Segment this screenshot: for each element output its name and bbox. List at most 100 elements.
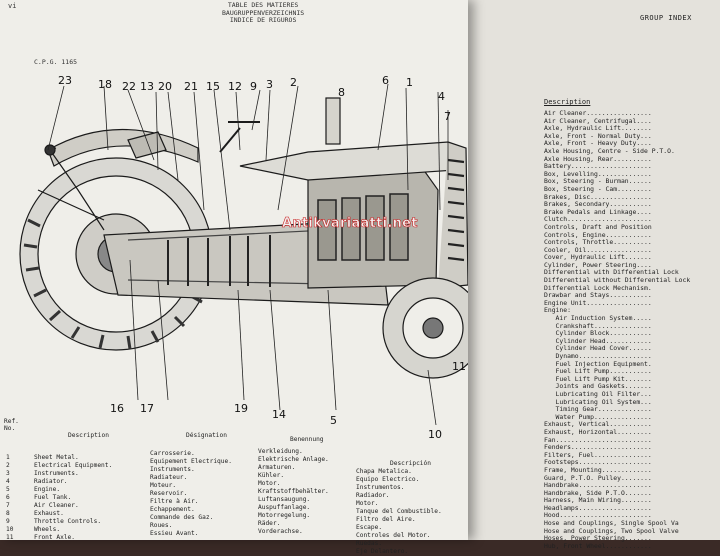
ref-header-line-1: Ref. bbox=[4, 418, 19, 425]
group-index-item: Axle Housing, Rear.......... bbox=[544, 154, 652, 163]
group-index-item: Drawbar and Stays........... bbox=[544, 291, 652, 300]
group-index-item: Hose and Couplings, Two Spool Valve bbox=[544, 526, 679, 535]
group-index-item: Axle Housing, Centre - Side P.T.O. bbox=[544, 146, 675, 155]
group-index-item: Cooler, Oil................. bbox=[544, 245, 652, 254]
legend-english-item: Engine. bbox=[34, 486, 61, 493]
group-index-item: Timing Gear.............. bbox=[544, 405, 652, 414]
legend-ref-number: 8 bbox=[6, 510, 10, 517]
group-index-item: Battery..................... bbox=[544, 162, 652, 171]
legend-french-item: Essieu Avant. bbox=[150, 530, 199, 537]
legend-ref-number: 5 bbox=[6, 486, 10, 493]
group-index-item: Hose and Couplings, Single Spool Va bbox=[544, 519, 679, 528]
callout-22: 22 bbox=[122, 80, 136, 93]
legend-french-item: Commande des Gaz. bbox=[150, 514, 214, 521]
legend-ref-number: 4 bbox=[6, 478, 10, 485]
group-index-item: Cylinder Block........... bbox=[544, 329, 652, 338]
legend-french-item: Filtre à Air. bbox=[150, 498, 199, 505]
group-index-item: Fuel Lift Pump Kit....... bbox=[544, 374, 652, 383]
group-index-item: Axle, Front - Normal Duty... bbox=[544, 131, 652, 140]
group-index-item: Fan......................... bbox=[544, 435, 652, 444]
legend-ref-number: 10 bbox=[6, 526, 14, 533]
group-index-item: Frame, Mounting............. bbox=[544, 465, 652, 474]
legend-spanish-item: Escape. bbox=[356, 524, 383, 531]
group-index-item: Differential Lock Mechanism. bbox=[544, 283, 652, 292]
spanish-column: Chapa Metalica.Equipo Electrico.Instrume… bbox=[356, 468, 442, 556]
tractor-cutaway-diagram: 23 18 22 13 20 21 15 12 9 3 2 6 8 1 4 7 … bbox=[19, 74, 468, 440]
group-index-item: Box, Steering - Burman...... bbox=[544, 177, 652, 186]
group-index-item: Brakes, Disc................ bbox=[544, 192, 652, 201]
callout-23: 23 bbox=[58, 74, 72, 87]
legend-german-item: Armaturen. bbox=[258, 464, 296, 471]
title-line-es: INDICE DE RIGUROS bbox=[229, 16, 297, 24]
callout-9: 9 bbox=[250, 80, 257, 93]
group-index-item: Hood........................ bbox=[544, 511, 652, 520]
legend-spanish-item: Instrumentos. bbox=[356, 484, 405, 491]
legend-english-item: Electrical Equipment. bbox=[34, 462, 113, 469]
callout-16: 16 bbox=[110, 402, 124, 415]
legend-ref-number: 1 bbox=[6, 454, 10, 461]
group-index-item: Harness, Main Wiring........ bbox=[544, 496, 652, 505]
group-index-item: Cylinder Head Cover...... bbox=[544, 344, 652, 353]
header-benennung: Benennung bbox=[290, 436, 324, 443]
english-column: Sheet Metal.Electrical Equipment.Instrum… bbox=[34, 454, 112, 542]
group-index-item: Controls, Engine............ bbox=[544, 230, 652, 239]
callout-14: 14 bbox=[272, 408, 286, 421]
french-column: Carrosserie.Equipement Electrique.Instru… bbox=[150, 450, 232, 538]
callout-3: 3 bbox=[266, 78, 273, 91]
callout-8: 8 bbox=[338, 86, 345, 99]
group-index-item: Water Pump............... bbox=[544, 412, 652, 421]
group-index-item: Controls, Throttle.......... bbox=[544, 238, 652, 247]
left-page: vi TABLE DES MATIERES BAUGRUPPENVERZEICH… bbox=[0, 0, 468, 555]
legend-german-item: Luftansaugung. bbox=[258, 496, 311, 503]
german-column: Verkleidung.Elektrische Anlage.Armaturen… bbox=[258, 448, 329, 536]
group-index-item: Box, Levelling.............. bbox=[544, 169, 652, 178]
group-index-item: Filters, Fuel............... bbox=[544, 450, 652, 459]
group-index-item: Cylinder, Power Steering.... bbox=[544, 260, 652, 269]
right-page: GROUP INDEX Description Air Cleaner.....… bbox=[452, 0, 720, 549]
legend-german-item: Motor. bbox=[258, 480, 281, 487]
legend-french-item: Instruments. bbox=[150, 466, 195, 473]
callout-4: 4 bbox=[438, 90, 445, 103]
legend-german-item: Motorregelung. bbox=[258, 512, 311, 519]
legend-english-item: Air Cleaner. bbox=[34, 502, 79, 509]
legend-spanish-item: Ruedas. bbox=[356, 540, 383, 547]
group-index-item: Controls, Draft and Position bbox=[544, 222, 652, 231]
description-heading: Description bbox=[544, 98, 591, 106]
watermark-text: Antikvariaatti.net bbox=[282, 216, 418, 232]
group-index-item: Crankshaft............... bbox=[544, 321, 652, 330]
legend-spanish-item: Equipo Electrico. bbox=[356, 476, 420, 483]
group-index-item: Brake Pedals and Linkage.... bbox=[544, 207, 652, 216]
legend-ref-number: 6 bbox=[6, 494, 10, 501]
group-index-item: Air Induction System..... bbox=[544, 314, 652, 323]
legend-spanish-item: Controles del Motor. bbox=[356, 532, 431, 539]
group-index-item: Brakes, Secondary........... bbox=[544, 200, 652, 209]
legend-german-item: Verkleidung. bbox=[258, 448, 303, 455]
legend-ref-number: 2 bbox=[6, 462, 10, 469]
group-index-item: Fuel Lift Pump........... bbox=[544, 367, 652, 376]
callout-10: 10 bbox=[428, 428, 442, 440]
title-line-de: BAUGRUPPENVERZEICHNIS bbox=[222, 8, 305, 17]
legend-spanish-item: Filtro del Aire. bbox=[356, 516, 416, 523]
callout-5: 5 bbox=[330, 414, 337, 427]
legend-ref-number: 7 bbox=[6, 502, 10, 509]
legend-german-item: Vorderachse. bbox=[258, 528, 303, 535]
group-index-item: Lubricating Oil System... bbox=[544, 397, 652, 406]
group-index-item: Hub, Front Wheel............ bbox=[544, 541, 652, 550]
legend-french-item: Moteur. bbox=[150, 482, 177, 489]
callout-13: 13 bbox=[140, 80, 154, 93]
group-index-item: Joints and Gaskets....... bbox=[544, 382, 652, 391]
ref-header-line-2: No. bbox=[4, 425, 16, 432]
group-index-item: Differential without Differential Lock bbox=[544, 276, 691, 285]
legend-english-item: Sheet Metal. bbox=[34, 454, 79, 461]
group-index-list: Air Cleaner.................Air Cleaner,… bbox=[544, 109, 691, 550]
group-index-item: Engine Unit................. bbox=[544, 298, 652, 307]
group-index-item: Air Cleaner................. bbox=[544, 109, 652, 117]
header-descripcion: Descripción bbox=[390, 460, 431, 467]
legend-english-item: Front Axle. bbox=[34, 534, 75, 541]
group-index-item: Cylinder Head............ bbox=[544, 336, 652, 345]
legend-english-item: Fuel Tank. bbox=[34, 494, 72, 501]
legend-french-item: Roues. bbox=[150, 522, 173, 529]
header-description: Description bbox=[68, 432, 109, 439]
legend-ref-number: 9 bbox=[6, 518, 10, 525]
